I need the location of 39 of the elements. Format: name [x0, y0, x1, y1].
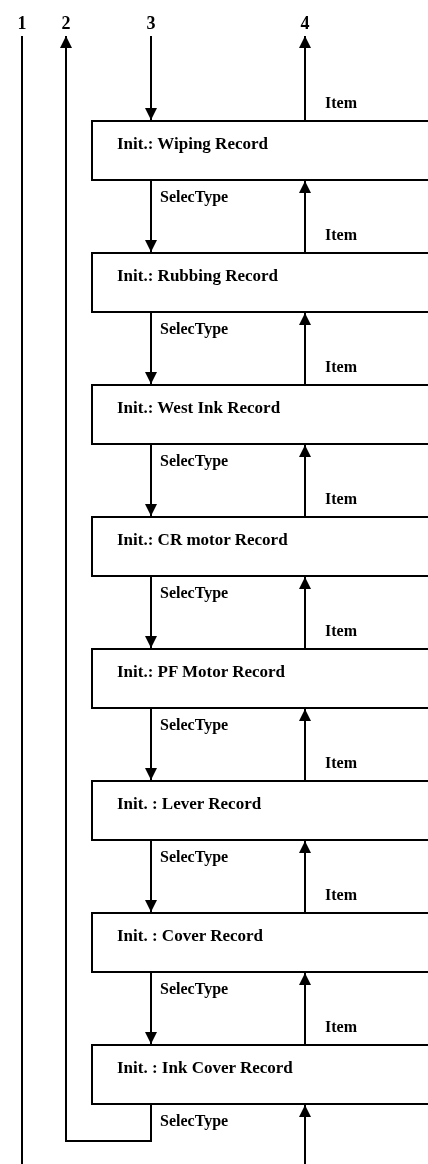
record-title: Init. : Cover Record	[117, 926, 264, 945]
arrow	[299, 840, 311, 913]
record-box	[91, 120, 428, 181]
arrow	[299, 708, 311, 781]
connector-line	[21, 35, 23, 1164]
arrow	[145, 708, 157, 781]
arrow	[60, 35, 152, 1142]
arrow	[299, 972, 311, 1045]
arrow	[299, 312, 311, 385]
arrow	[145, 35, 157, 121]
record-box	[91, 648, 428, 709]
arrow	[299, 180, 311, 253]
arrow	[299, 1104, 311, 1164]
arrow	[145, 312, 157, 385]
record-box	[91, 384, 428, 445]
arrow	[299, 576, 311, 649]
arrow	[145, 180, 157, 253]
record-box	[91, 1044, 428, 1105]
column-number: 4	[295, 12, 315, 34]
arrow	[145, 444, 157, 517]
arrow	[145, 576, 157, 649]
column-number: 2	[56, 12, 76, 34]
record-title: Init.: West Ink Record	[117, 398, 281, 417]
arrow	[145, 972, 157, 1045]
record-box	[91, 780, 428, 841]
record-box	[91, 516, 428, 577]
record-title: Init.: PF Motor Record	[117, 662, 286, 681]
record-title: Init.: Wiping Record	[117, 134, 268, 153]
column-number: 1	[12, 12, 32, 34]
column-number: 3	[141, 12, 161, 34]
arrow	[145, 840, 157, 913]
record-title: Init. : Ink Cover Record	[117, 1058, 293, 1077]
record-box	[91, 252, 428, 313]
record-title: Init.: CR motor Record	[117, 530, 288, 549]
record-box	[91, 912, 428, 973]
record-title: Init.: Rubbing Record	[117, 266, 279, 285]
record-title: Init. : Lever Record	[117, 794, 262, 813]
arrow	[299, 35, 311, 121]
arrow	[299, 444, 311, 517]
